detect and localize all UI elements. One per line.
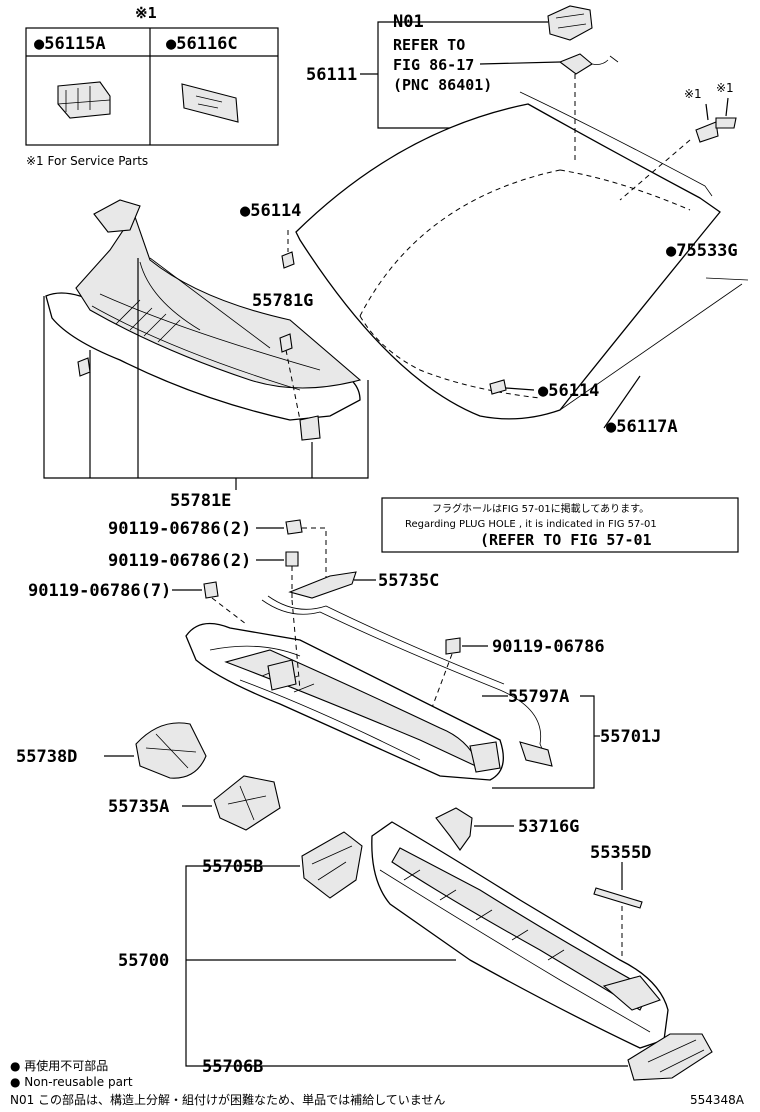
dash-panel-55700: [371, 821, 669, 1049]
label-56114-top: ●56114: [240, 201, 301, 221]
n01-callout: N01 REFER TO FIG 86-17 (PNC 86401): [377, 5, 619, 129]
label-55701j: 55701J: [600, 727, 661, 747]
part-55355d-icon: [593, 887, 643, 909]
windshield-glass: [281, 70, 749, 420]
label-55706b: 55706B: [202, 1057, 263, 1077]
label-55781e: 55781E: [170, 491, 231, 511]
label-55797a: 55797A: [508, 687, 569, 707]
bolt-1-icon: [285, 519, 303, 535]
legend-jp-mark: ● 再使用不可部品: [10, 1058, 108, 1073]
label-55735c: 55735C: [378, 571, 439, 591]
service-box-header-right: ●56116C: [166, 34, 238, 54]
label-56111: 56111: [306, 65, 357, 85]
label-bolt-2: 90119-06786(2): [108, 551, 251, 571]
bolt-3-icon: [203, 581, 219, 599]
legend-n01-note: N01 この部品は、構造上分解・組付けが困難なため、単品では補給していません: [10, 1092, 445, 1107]
label-55705b: 55705B: [202, 857, 263, 877]
label-55700: 55700: [118, 951, 169, 971]
label-bolt-3: 90119-06786(7): [28, 581, 171, 601]
label-56117a: ●56117A: [606, 417, 678, 437]
plug-note-jp: フラグホールはFIG 57-01に掲載してあります。: [432, 502, 649, 515]
figure-id: 554348A: [690, 1093, 745, 1107]
service-box-header-left: ●56115A: [34, 34, 106, 54]
n01-line2: FIG 86-17: [393, 56, 474, 74]
legend-en-mark: ● Non-reusable part: [10, 1075, 133, 1089]
label-56114-bottom: ●56114: [538, 381, 599, 401]
clip-56115a-icon: [57, 81, 111, 119]
service-parts-box: ※1 ●56115A ●56116C ※1 For Service Parts: [25, 4, 279, 168]
n01-line3: (PNC 86401): [393, 76, 492, 94]
mark-a: ※1: [684, 87, 702, 101]
label-55355d: 55355D: [590, 843, 651, 863]
label-bolt-4: 90119-06786: [492, 637, 605, 657]
part-53716g-icon: [435, 807, 473, 851]
clip-56114-bottom-icon: [489, 379, 507, 395]
label-55738d: 55738D: [16, 747, 77, 767]
molding-piece-a-icon: [695, 121, 719, 143]
label-75533g: ●75533G: [666, 241, 738, 261]
label-53716g: 53716G: [518, 817, 579, 837]
service-box-mark: ※1: [135, 4, 157, 22]
mark-b: ※1: [716, 81, 734, 95]
molding-piece-b-icon: [715, 117, 737, 129]
bolt-4-icon: [445, 637, 461, 655]
plug-note-ref: (REFER TO FIG 57-01: [480, 531, 652, 549]
seal-55797a-icon: [261, 599, 549, 763]
plug-hole-note: フラグホールはFIG 57-01に掲載してあります。 Regarding PLU…: [381, 497, 739, 553]
clip-56114-top-icon: [281, 251, 295, 269]
part-55738d-icon: [135, 722, 207, 779]
part-55705b-icon: [301, 831, 363, 899]
plug-note-en: Regarding PLUG HOLE , it is indicated in…: [405, 519, 657, 530]
bracket-55735c-icon: [288, 571, 357, 599]
clip-55781g-icon: [279, 333, 293, 353]
mirror-mount-icon: [547, 5, 619, 75]
cowl-top-panel-55701j: [185, 622, 504, 781]
service-box-footnote: ※1 For Service Parts: [26, 154, 148, 168]
clip-left-icon: [77, 357, 91, 377]
label-55781g: 55781G: [252, 291, 313, 311]
pad-56116c-icon: [181, 83, 239, 123]
label-bolt-1: 90119-06786(2): [108, 519, 251, 539]
label-55735a: 55735A: [108, 797, 169, 817]
part-55706b-icon: [627, 1033, 713, 1081]
bolt-2-icon: [285, 551, 299, 567]
n01-line1: REFER TO: [393, 36, 465, 54]
